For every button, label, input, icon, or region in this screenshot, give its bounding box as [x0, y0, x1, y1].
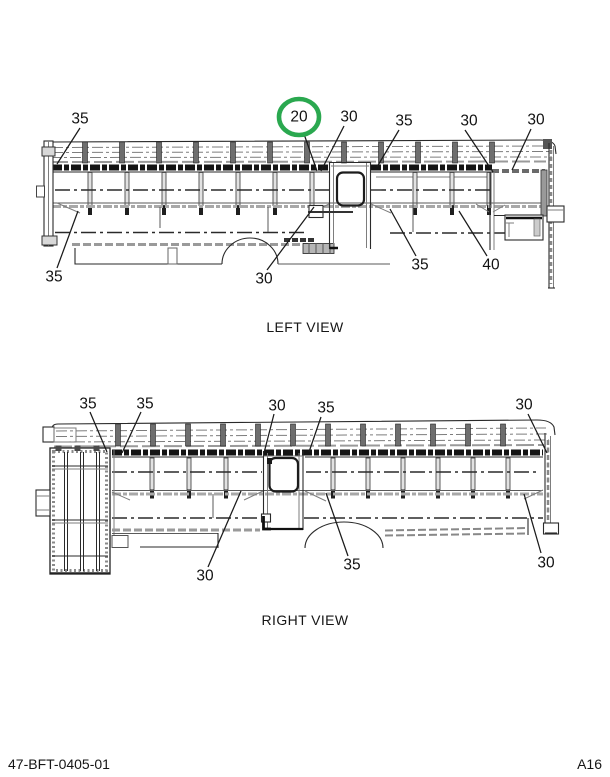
- callout-30: 30: [320, 109, 358, 172]
- callout-layer: 35 35 30 35 30 30 35 30: [79, 396, 555, 585]
- door-window: [268, 456, 300, 493]
- callout-40: 40: [458, 210, 500, 274]
- roof-structure: [44, 139, 557, 164]
- document-number: 47-BFT-0405-01: [8, 756, 110, 772]
- left-view-figure: 35 20 30 35 30 30 35 30 35 40 LEFT VIEW: [0, 95, 610, 335]
- rear-corner-post: [36, 140, 58, 247]
- highlight-circle: [276, 96, 322, 138]
- callout-35: 35: [79, 396, 108, 453]
- door-latch: [260, 513, 272, 523]
- callout-30: 30: [196, 490, 242, 585]
- side-emergency-door: [308, 161, 372, 250]
- callout-number: 35: [45, 269, 62, 286]
- wheel-arch: [304, 521, 384, 549]
- belt-rail: [52, 164, 545, 173]
- callout-35: 35: [308, 400, 335, 453]
- page-code: A16: [577, 756, 602, 772]
- callout-number: 35: [343, 557, 360, 574]
- callout-number: 35: [411, 257, 428, 274]
- callout-35: 35: [389, 208, 429, 274]
- front-cowl-section: [494, 143, 565, 289]
- callout-30: 30: [511, 112, 545, 171]
- hinge-bracket: [35, 489, 51, 517]
- window-pillars: [52, 171, 492, 215]
- callout-30: 30: [460, 113, 494, 173]
- callout-35: 35: [45, 210, 79, 286]
- wheel-arch: [221, 237, 279, 265]
- callout-number: 30: [527, 112, 545, 129]
- door-hinge: [267, 458, 272, 464]
- callout-20: 20: [276, 96, 322, 172]
- callout-35: 35: [376, 113, 413, 168]
- callout-layer: 35 20 30 35 30 30 35 30 35 40: [45, 96, 545, 288]
- callout-number: 30: [460, 113, 478, 130]
- door-window: [335, 171, 366, 207]
- callout-number: 35: [71, 111, 88, 128]
- callout-number: 30: [268, 398, 286, 415]
- right-view-title: RIGHT VIEW: [261, 612, 349, 628]
- callout-number: 35: [136, 396, 153, 413]
- callout-number: 30: [515, 397, 533, 414]
- roof-structure: [42, 419, 556, 448]
- callout-number: 20: [290, 109, 308, 126]
- right-view-figure: 35 35 30 35 30 30 35 30 RIGHT VIEW: [0, 390, 610, 628]
- callout-35: 35: [121, 396, 154, 454]
- page-footer: 47-BFT-0405-01 A16: [8, 756, 602, 772]
- callout-number: 40: [482, 257, 500, 274]
- rear-door-frame: [35, 445, 111, 575]
- callout-number: 35: [79, 396, 96, 413]
- callout-30: 30: [255, 206, 315, 288]
- callout-number: 30: [255, 271, 273, 288]
- entrance-door: [260, 451, 304, 531]
- callout-30: 30: [515, 397, 548, 454]
- skirt-and-wheel-arch: [111, 518, 529, 549]
- body-rails: [52, 172, 545, 250]
- right-view-diagram: 35 35 30 35 30 30 35 30: [35, 396, 560, 585]
- callout-number: 35: [395, 113, 412, 130]
- callout-number: 35: [317, 400, 334, 417]
- left-view-diagram: 35 20 30 35 30 30 35 30 35 40: [36, 96, 565, 289]
- callout-number: 30: [196, 568, 214, 585]
- skirt-and-wheel-arch: [72, 237, 390, 265]
- window-pillars: [112, 456, 543, 499]
- front-corner-post: [542, 433, 560, 535]
- callout-35: 35: [56, 111, 89, 165]
- left-view-title: LEFT VIEW: [266, 319, 344, 335]
- callout-35: 35: [325, 492, 361, 574]
- callout-30: 30: [523, 493, 555, 572]
- callout-30: 30: [263, 398, 286, 454]
- callout-number: 30: [537, 555, 555, 572]
- callout-number: 30: [340, 109, 358, 126]
